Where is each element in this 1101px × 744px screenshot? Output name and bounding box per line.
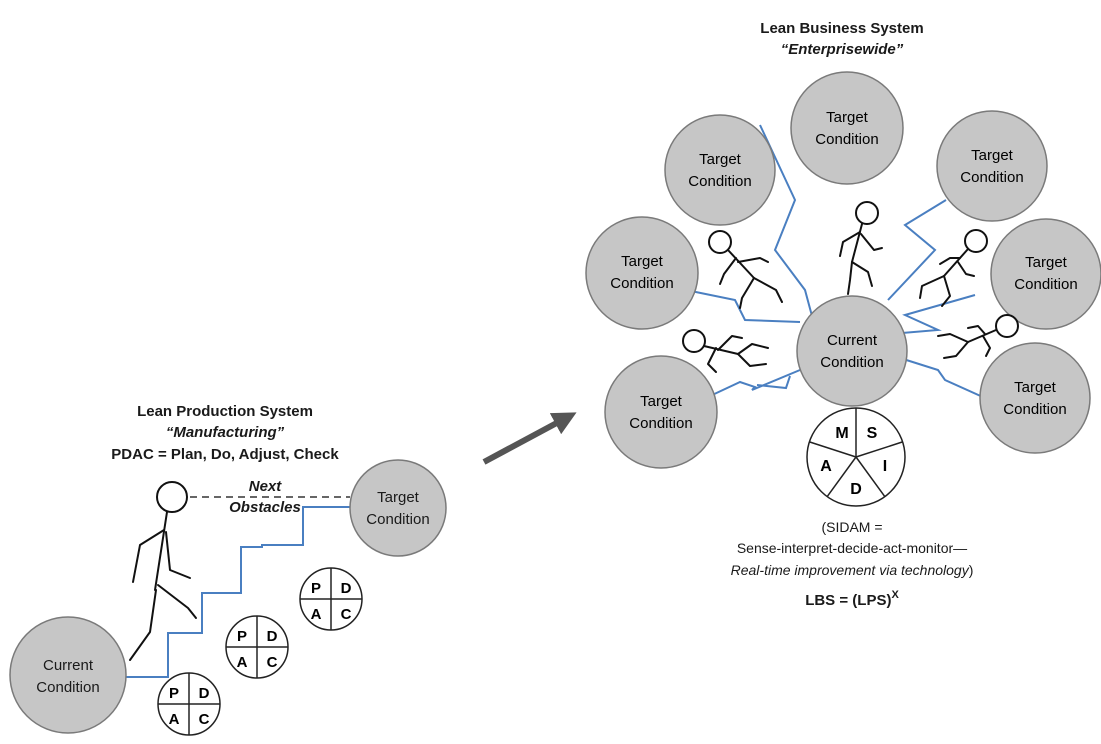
sidam-caption-line3: Real-time improvement via technology): [731, 562, 974, 578]
svg-text:Condition: Condition: [1014, 276, 1077, 293]
lbs-target-condition-lower-left: Target Condition: [604, 355, 718, 469]
svg-text:I: I: [883, 458, 887, 475]
svg-text:Condition: Condition: [688, 173, 751, 190]
lbs-target-condition-lower-right: Target Condition: [979, 342, 1091, 454]
pdac-wheel-1: P D A C: [157, 672, 221, 736]
lbs-current-condition: Current Condition: [796, 295, 908, 407]
transition-arrow: [482, 412, 577, 465]
svg-text:D: D: [341, 580, 352, 597]
svg-text:A: A: [820, 458, 832, 475]
sidam-caption-line2: Sense-interpret-decide-act-monitor—: [737, 540, 967, 556]
lbs-formula: LBS = (LPS)X: [805, 589, 899, 609]
svg-text:Target: Target: [621, 253, 664, 270]
svg-text:C: C: [341, 606, 352, 623]
lbs-target-condition-mid-left: Target Condition: [585, 216, 699, 330]
next-label-line2: Obstacles: [229, 499, 301, 516]
svg-text:Condition: Condition: [629, 415, 692, 432]
lps-panel: Lean Production System “Manufacturing” P…: [9, 403, 447, 736]
svg-text:P: P: [311, 580, 321, 597]
svg-text:D: D: [267, 628, 278, 645]
svg-text:A: A: [169, 711, 180, 728]
svg-text:D: D: [199, 685, 210, 702]
svg-text:D: D: [850, 481, 862, 498]
staircase-path: [123, 506, 353, 678]
svg-text:Condition: Condition: [610, 275, 673, 292]
runner-figure-right-lower-icon: [937, 314, 1019, 359]
lps-title: Lean Production System: [137, 403, 313, 420]
lps-target-condition: Target Condition: [349, 459, 447, 557]
svg-text:Target: Target: [699, 151, 742, 168]
pdac-wheel-2: P D A C: [225, 615, 289, 679]
svg-text:A: A: [311, 606, 322, 623]
sidam-wheel: M S I D A: [806, 407, 906, 507]
svg-text:C: C: [267, 654, 278, 671]
lbs-panel: Lean Business System “Enterprisewide” Ta…: [585, 20, 1101, 609]
svg-text:Condition: Condition: [820, 354, 883, 371]
climbing-stick-figure-icon: [129, 481, 197, 661]
svg-text:Target: Target: [1014, 379, 1057, 396]
svg-text:Current: Current: [43, 657, 94, 674]
lbs-target-condition-top: Target Condition: [790, 71, 904, 185]
lbs-subtitle: “Enterprisewide”: [781, 41, 904, 58]
runner-figure-top-icon: [839, 201, 883, 295]
svg-text:Condition: Condition: [960, 169, 1023, 186]
svg-text:Condition: Condition: [36, 679, 99, 696]
svg-text:Target: Target: [377, 489, 420, 506]
svg-text:P: P: [237, 628, 247, 645]
runner-figure-right-upper-icon: [919, 229, 988, 307]
svg-text:M: M: [835, 425, 848, 442]
svg-text:A: A: [237, 654, 248, 671]
lps-current-condition: Current Condition: [9, 616, 127, 734]
sidam-caption-line1: (SIDAM =: [821, 519, 882, 535]
svg-text:Target: Target: [826, 109, 869, 126]
svg-text:Target: Target: [971, 147, 1014, 164]
lps-subtitle: “Manufacturing”: [166, 424, 285, 441]
svg-text:P: P: [169, 685, 179, 702]
next-label-line1: Next: [249, 478, 283, 495]
lps-pdac-definition: PDAC = Plan, Do, Adjust, Check: [111, 446, 339, 463]
runner-figure-left-lower-icon: [682, 329, 769, 373]
svg-text:Condition: Condition: [366, 511, 429, 528]
runner-figure-left-upper-icon: [708, 230, 783, 309]
lbs-target-condition-mid-right: Target Condition: [990, 218, 1101, 330]
lbs-target-condition-upper-right: Target Condition: [936, 110, 1048, 222]
svg-text:Condition: Condition: [1003, 401, 1066, 418]
svg-text:C: C: [199, 711, 210, 728]
svg-text:S: S: [867, 425, 878, 442]
svg-text:Target: Target: [640, 393, 683, 410]
lbs-title: Lean Business System: [760, 20, 923, 37]
svg-text:Target: Target: [1025, 254, 1068, 271]
pdac-wheel-3: P D A C: [299, 567, 363, 631]
connector-lines: [685, 124, 986, 405]
svg-text:Current: Current: [827, 332, 878, 349]
lbs-target-condition-upper-left: Target Condition: [664, 114, 776, 226]
svg-text:Condition: Condition: [815, 131, 878, 148]
